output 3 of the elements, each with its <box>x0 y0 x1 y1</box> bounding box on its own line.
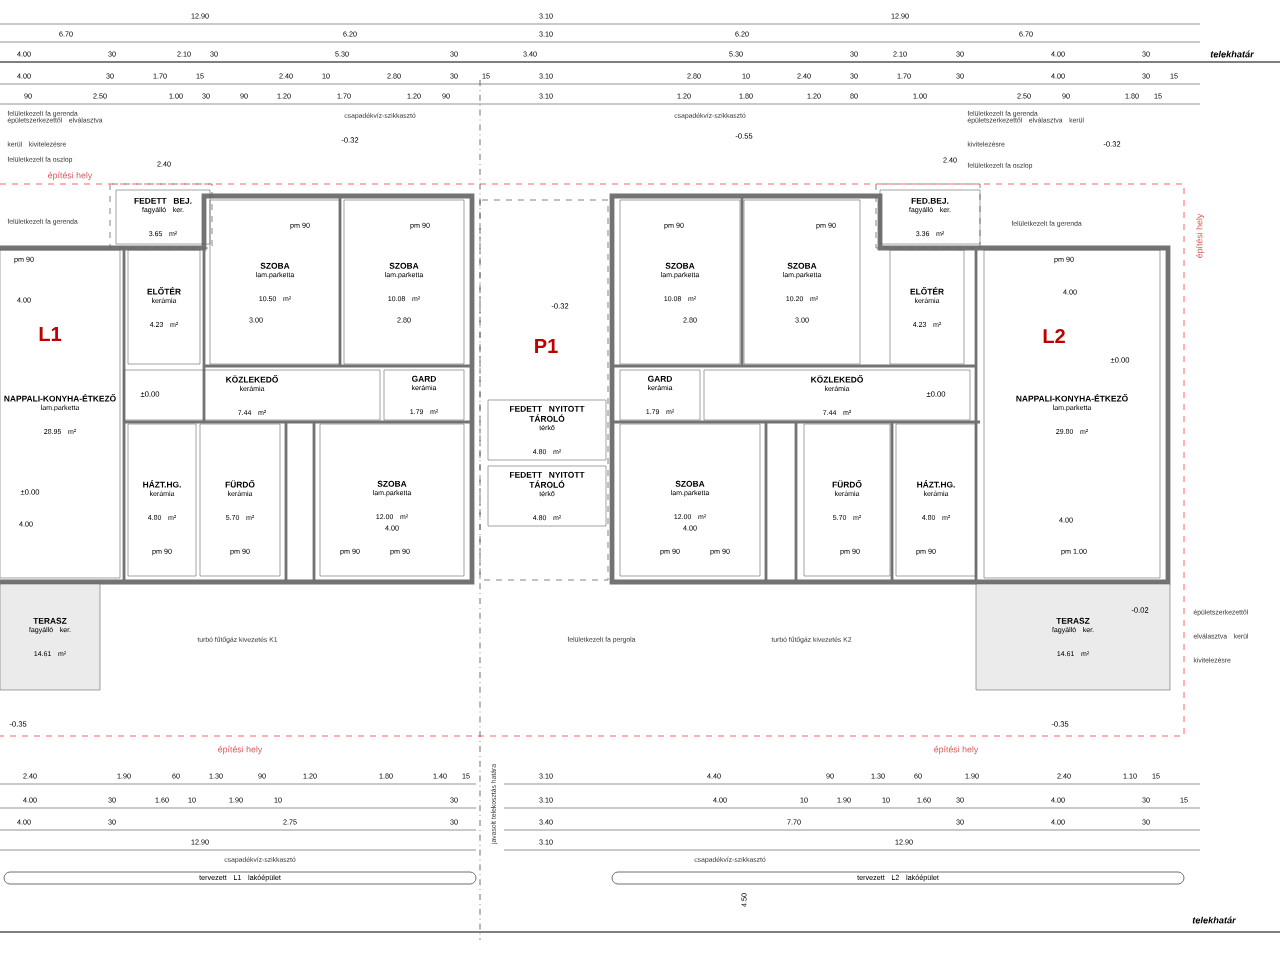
unit-label: L2 <box>1043 329 1065 343</box>
unit-label: L1 <box>39 327 62 341</box>
unit-label: P1 <box>535 339 558 353</box>
